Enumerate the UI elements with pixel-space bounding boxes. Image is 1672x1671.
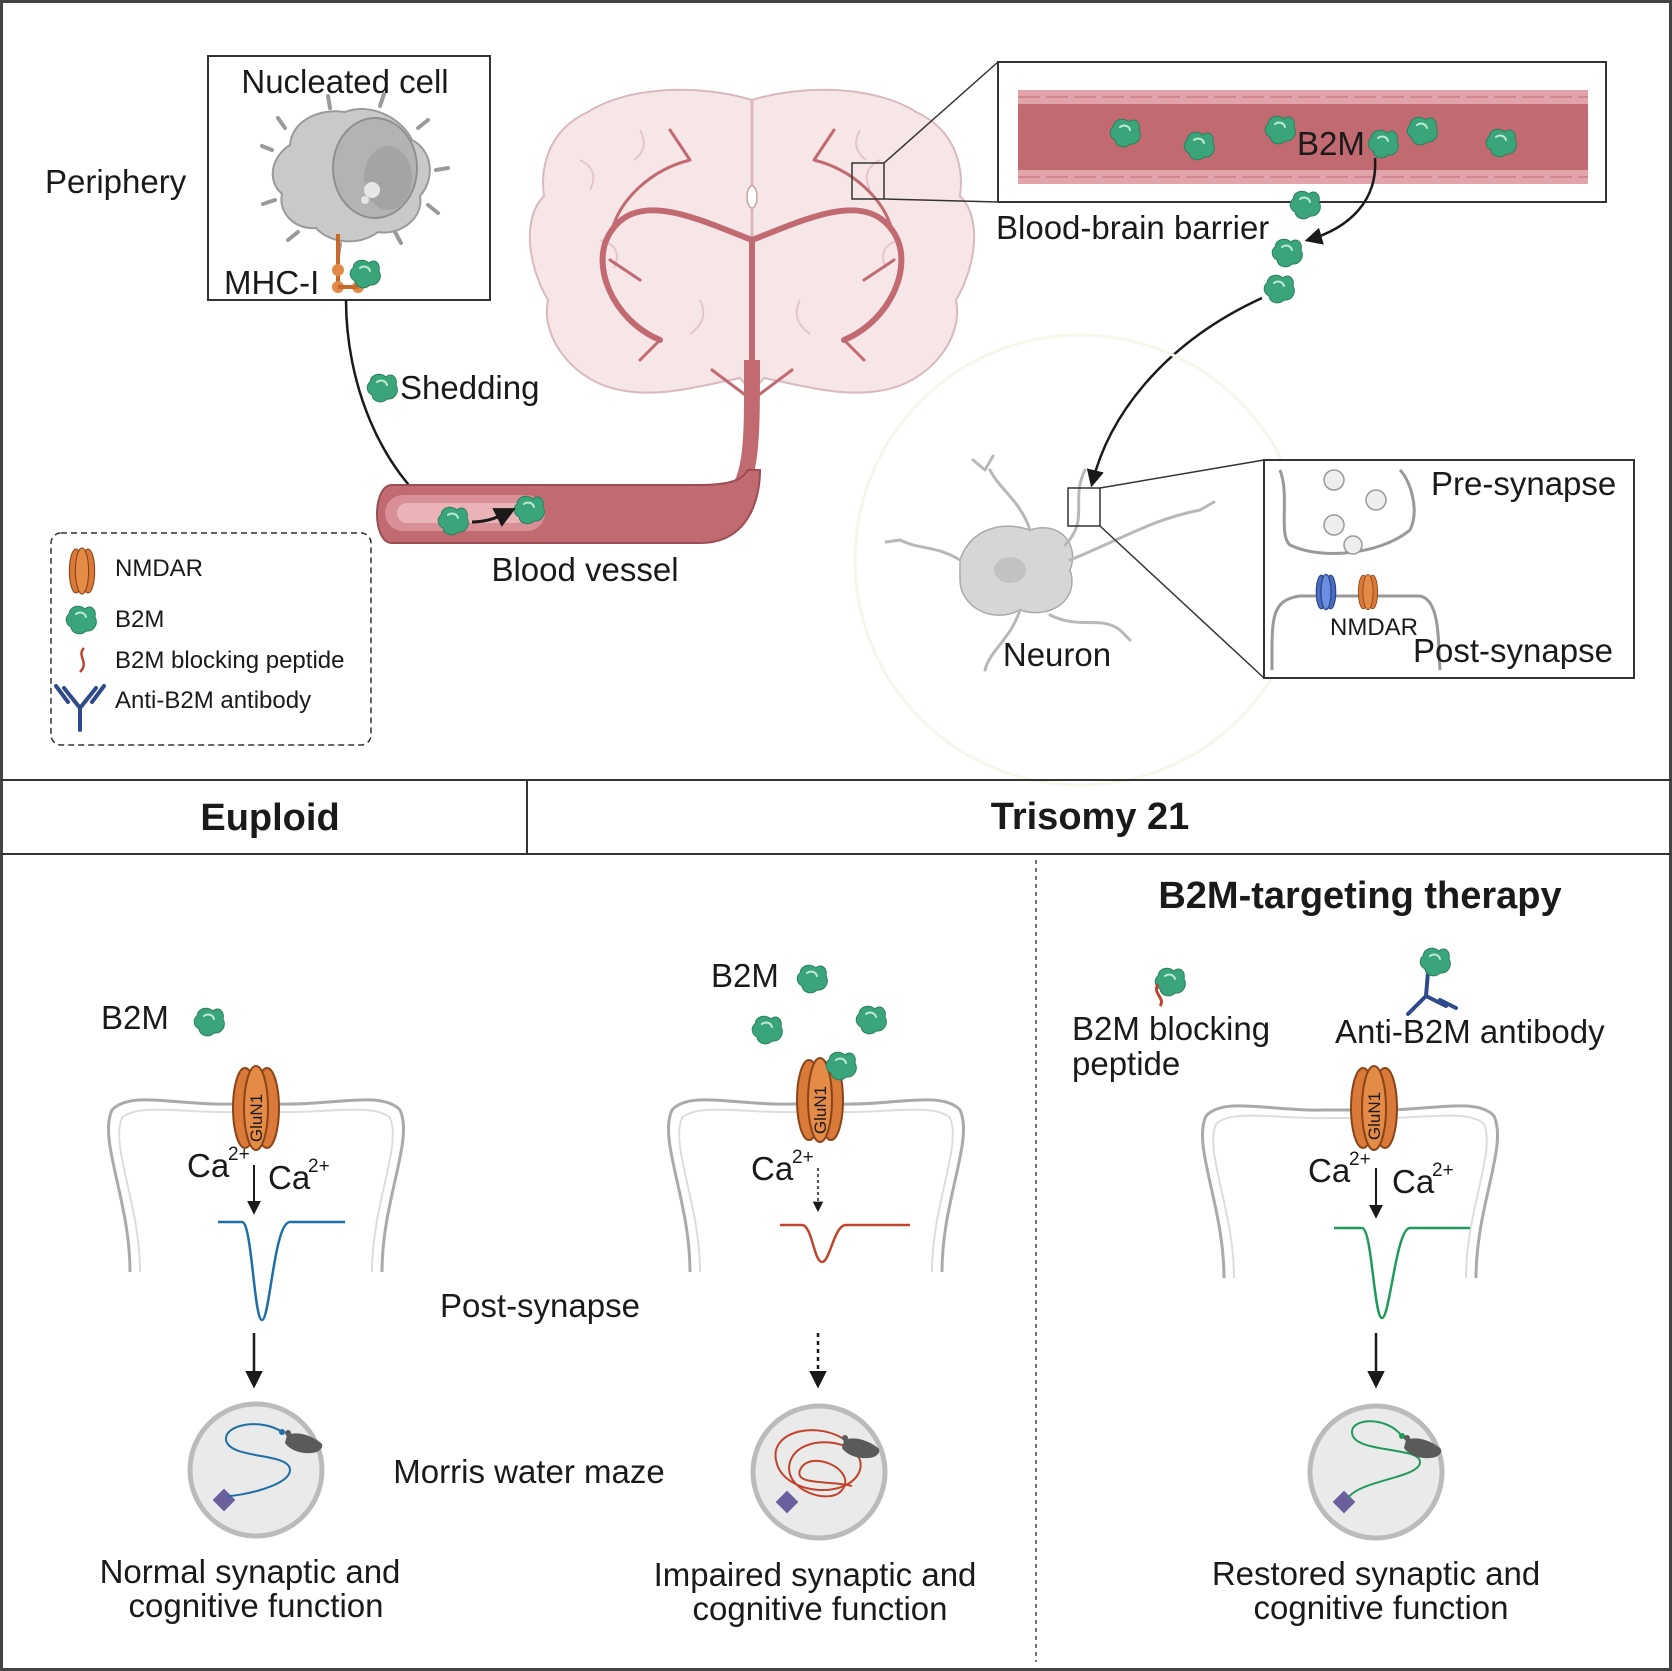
post-synapse-inset-label: Post-synapse <box>1413 632 1613 669</box>
trisomy-panel: B2M GluN1 Ca 2+ Impaired synaptic and co… <box>654 957 977 1627</box>
neuron-label: Neuron <box>1003 636 1111 673</box>
therapy-peptide-label-line1: B2M blocking <box>1072 1010 1270 1047</box>
trisomy-header: Trisomy 21 <box>991 796 1190 838</box>
therapy-peptide-icon <box>1155 983 1163 1007</box>
euploid-ca-left-charge: 2+ <box>228 1144 250 1165</box>
legend-box: NMDAR B2M B2M blocking peptide Anti-B2M … <box>50 532 372 746</box>
trisomy-glun1-label: GluN1 <box>811 1086 830 1134</box>
bbb-label: Blood-brain barrier <box>996 209 1269 246</box>
blood-vessel-label: Blood vessel <box>491 551 678 588</box>
euploid-ca-right: Ca <box>268 1159 311 1196</box>
therapy-panel: B2M-targeting therapy B2M blocking pepti… <box>1072 875 1605 1626</box>
euploid-result-line1: Normal synaptic and <box>100 1553 401 1590</box>
euploid-header: Euploid <box>200 797 339 839</box>
therapy-antibody-icon <box>1406 970 1458 1016</box>
euploid-water-maze-icon <box>187 1401 325 1539</box>
trisomy-result-line2: cognitive function <box>693 1590 948 1627</box>
bbb-zoom-box: B2M <box>997 61 1607 203</box>
nmdar-inset-label: NMDAR <box>1330 614 1418 641</box>
euploid-result-line2: cognitive function <box>129 1587 384 1624</box>
group-header-bar: Euploid Trisomy 21 <box>1 779 1671 855</box>
mhc-i-icon <box>332 234 382 293</box>
therapy-result-line2: cognitive function <box>1254 1589 1509 1626</box>
legend-antibody-icon <box>54 684 106 732</box>
periphery-label: Periphery <box>45 163 187 200</box>
legend-antibody-label: Anti-B2M antibody <box>115 687 311 714</box>
neuron-zoom-box <box>1067 487 1101 527</box>
bbb-cross-arrow <box>1304 157 1377 245</box>
brain-zoom-box <box>851 162 885 200</box>
therapy-title: B2M-targeting therapy <box>1158 875 1561 917</box>
therapy-water-maze-icon <box>1307 1403 1445 1541</box>
nucleated-cell-label: Nucleated cell <box>241 63 448 100</box>
therapy-glun1-label: GluN1 <box>1365 1092 1384 1140</box>
legend-peptide-icon <box>79 647 85 673</box>
euploid-glun1-label: GluN1 <box>247 1094 266 1142</box>
trisomy-result-line1: Impaired synaptic and <box>654 1556 977 1593</box>
trisomy-water-maze-icon <box>750 1403 888 1541</box>
legend-nmdar-icon <box>68 547 96 595</box>
euploid-ca-right-charge: 2+ <box>308 1156 330 1177</box>
therapy-ca-left: Ca <box>1308 1152 1351 1189</box>
trisomy-ca-left: Ca <box>751 1150 794 1187</box>
trisomy-ca-left-charge: 2+ <box>792 1147 814 1168</box>
post-synapse-mid-label: Post-synapse <box>440 1287 640 1324</box>
mhc-i-label: MHC-I <box>224 264 319 301</box>
nucleated-cell-box: Nucleated cell MHC-I <box>207 55 491 301</box>
therapy-ca-left-charge: 2+ <box>1349 1149 1371 1170</box>
therapy-antibody-label: Anti-B2M antibody <box>1335 1013 1605 1050</box>
morris-label: Morris water maze <box>393 1453 664 1490</box>
legend-peptide-label: B2M blocking peptide <box>115 647 344 674</box>
shedding-label: Shedding <box>400 369 539 406</box>
bbb-b2m-label: B2M <box>1297 125 1365 162</box>
blood-vessel <box>376 469 762 544</box>
euploid-ca-left: Ca <box>187 1147 230 1184</box>
pre-synapse-label: Pre-synapse <box>1431 465 1616 502</box>
therapy-ca-right-charge: 2+ <box>1432 1160 1454 1181</box>
brain-illustration <box>528 88 976 500</box>
therapy-current-trace <box>1334 1226 1470 1320</box>
synapse-inset-box: Pre-synapse NMDAR Post-synapse <box>1263 459 1635 679</box>
legend-nmdar-label: NMDAR <box>115 555 203 582</box>
therapy-peptide-label-line2: peptide <box>1072 1045 1180 1082</box>
legend-b2m-label: B2M <box>115 606 164 633</box>
trisomy-current-trace <box>780 1223 910 1264</box>
therapy-ca-right: Ca <box>1392 1163 1435 1200</box>
to-neuron-arrow <box>1086 296 1263 488</box>
trisomy-b2m-label: B2M <box>711 957 779 994</box>
euploid-current-trace <box>218 1220 345 1322</box>
euploid-b2m-label: B2M <box>101 999 169 1036</box>
euploid-panel: B2M GluN1 Ca 2+ Ca 2+ Normal synaptic an… <box>100 999 405 1624</box>
therapy-result-line1: Restored synaptic and <box>1212 1555 1540 1592</box>
